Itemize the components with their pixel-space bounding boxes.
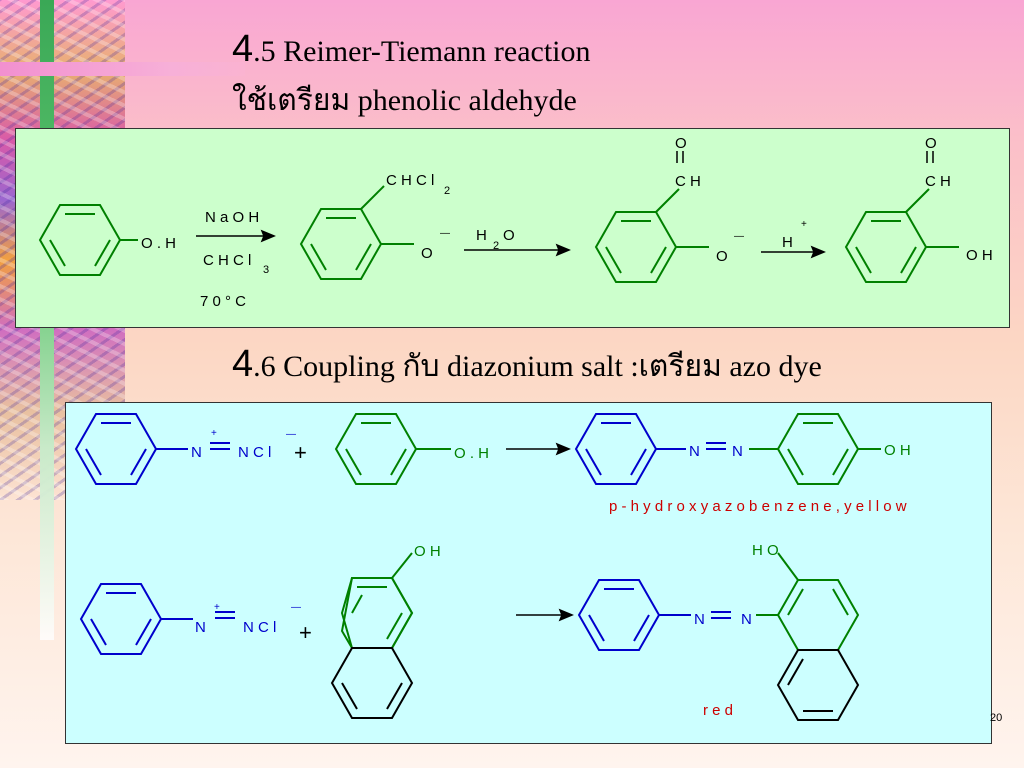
nitrogen-label: N <box>694 611 705 628</box>
water-label: H <box>476 227 487 244</box>
positive-charge: + <box>211 428 217 439</box>
heading-number: 4 <box>232 343 254 385</box>
water-subscript: 2 <box>493 240 499 252</box>
reimer-tiemann-scheme: O . H N a O H C H C l 3 7 0 ° C C H C l … <box>38 135 993 310</box>
reaction-panel-1: O . H N a O H C H C l 3 7 0 ° C C H C l … <box>15 128 1010 328</box>
benzene-ring <box>74 413 188 485</box>
negative-charge: — <box>734 231 744 242</box>
hydroxyl-label: O . H <box>454 445 489 462</box>
dichloromethyl-label: C H C l <box>386 172 434 189</box>
water-oxygen: O <box>503 227 515 244</box>
carbonyl-bond <box>676 151 934 163</box>
aldehyde-oxygen: O <box>675 135 687 152</box>
benzene-ring <box>574 413 686 485</box>
heading-text: .6 Coupling กับ diazonium salt :เตรียม a… <box>253 350 822 383</box>
positive-charge: + <box>801 219 807 230</box>
negative-charge: — <box>286 429 296 440</box>
reaction-arrow <box>516 608 574 622</box>
heading-text: .5 Reimer-Tiemann reaction <box>253 35 591 68</box>
negative-charge: — <box>291 602 301 613</box>
azo-bond <box>210 442 731 619</box>
heading-coupling: 4.6 Coupling กับ diazonium salt :เตรียม … <box>232 345 822 384</box>
benzene-ring <box>38 204 138 276</box>
benzene-ring <box>749 413 881 485</box>
heading-subtitle-text: ใช้เตรียม phenolic aldehyde <box>232 84 577 117</box>
aldehyde-oxygen: O <box>925 135 937 152</box>
aldehyde-ch: C H <box>675 173 701 190</box>
nitrogen-label: N <box>195 619 206 636</box>
reagent-naoh: N a O H <box>205 209 259 226</box>
naphthalene-ring <box>330 647 414 719</box>
azo-coupling-scheme: N + N C l — + O . H N N O H p - h y d r … <box>74 413 911 721</box>
hydroxyl-label: O H <box>884 442 911 459</box>
chcl2-subscript: 2 <box>444 185 450 197</box>
diazonium-chloride-label: N C l <box>238 444 271 461</box>
nitrogen-label: N <box>689 443 700 460</box>
phenoxide-oxygen: O <box>421 245 433 262</box>
naphthol-ring <box>756 552 860 651</box>
decorative-bar <box>0 62 245 76</box>
benzene-ring <box>334 413 451 485</box>
nitrogen-label: N <box>732 443 743 460</box>
product-name-red: r e d <box>703 702 733 719</box>
reaction-panel-2: N + N C l — + O . H N N O H p - h y d r … <box>65 402 992 744</box>
reagent-subscript: 3 <box>263 264 269 276</box>
nitrogen-label: N <box>741 611 752 628</box>
reaction-conditions: 7 0 ° C <box>200 293 246 310</box>
positive-charge: + <box>214 602 220 613</box>
hydroxyl-label: O . H <box>141 235 176 252</box>
plus-sign: + <box>294 440 307 465</box>
proton-label: H <box>782 234 793 251</box>
hydroxyl-label: H O <box>752 542 779 559</box>
product-name-yellow: p - h y d r o x y a z o b e n z e n e , … <box>609 498 907 515</box>
benzene-ring <box>594 188 709 283</box>
reaction-arrow <box>196 229 276 243</box>
diazonium-chloride-label: N C l <box>243 619 276 636</box>
hydroxyl-label: O H <box>414 543 441 560</box>
reagent-chcl3: C H C l <box>203 252 251 269</box>
reaction-arrow <box>464 243 571 257</box>
heading-number: 4 <box>232 28 254 70</box>
nitrogen-label: N <box>191 444 202 461</box>
reaction-arrow <box>506 442 571 456</box>
phenoxide-oxygen: O <box>716 248 728 265</box>
naphthalene-ring <box>776 649 860 721</box>
plus-sign: + <box>299 620 312 645</box>
heading-subtitle: ใช้เตรียม phenolic aldehyde <box>232 84 577 118</box>
benzene-ring <box>299 185 414 280</box>
naphthol-ring <box>340 552 414 649</box>
negative-charge: — <box>440 228 450 239</box>
benzene-ring <box>844 188 959 283</box>
heading-reimer-tiemann: 4.5 Reimer-Tiemann reaction <box>232 30 591 69</box>
benzene-ring <box>79 583 193 655</box>
hydroxyl-label: O H <box>966 247 993 264</box>
page-number: 20 <box>990 712 1003 724</box>
benzene-ring <box>577 579 691 651</box>
reaction-arrow <box>761 245 826 259</box>
aldehyde-ch: C H <box>925 173 951 190</box>
